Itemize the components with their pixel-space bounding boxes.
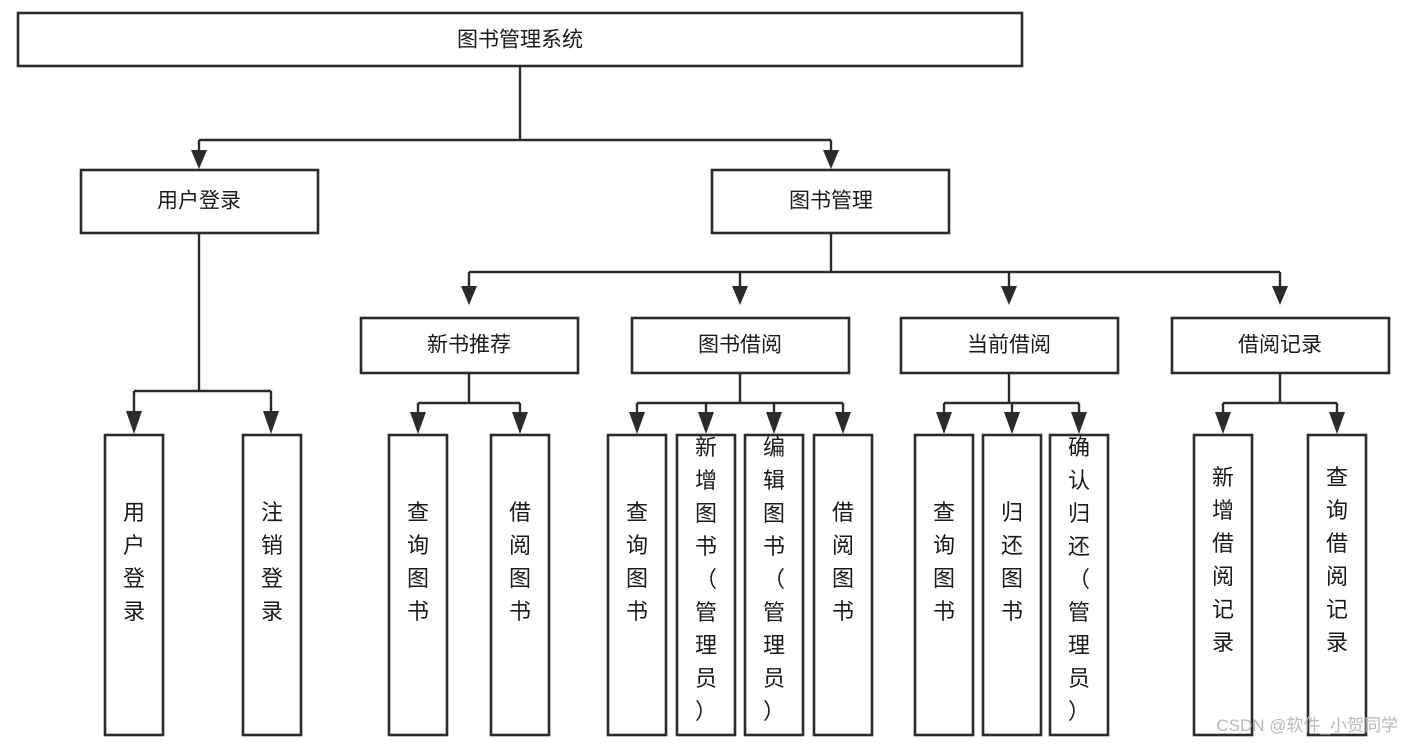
node-leaf-borrow-edit-book-label: 编辑图书（管理员） — [763, 435, 785, 724]
node-user-login[interactable]: 用户登录 — [79, 168, 320, 235]
node-leaf-borrow-add-book[interactable]: 新增图书（管理员） — [675, 433, 737, 737]
arrow-to-newbook — [461, 286, 477, 305]
node-leaf-rec-borrow-book-label: 借阅图书 — [509, 500, 531, 624]
arrow-to-leaf-user-login — [126, 411, 142, 434]
node-book-manage-label: 图书管理 — [789, 190, 873, 213]
node-new-book-recommend[interactable]: 新书推荐 — [359, 316, 580, 375]
arrow-to-book-manage — [823, 150, 839, 169]
node-leaf-user-logout-box[interactable] — [241, 433, 303, 737]
node-new-book-recommend-box[interactable] — [359, 316, 580, 375]
node-leaf-user-login-box[interactable] — [103, 433, 165, 737]
arrow-to-leaf-user-logout — [263, 411, 279, 434]
node-leaf-rec-add-record-box[interactable] — [1192, 433, 1254, 737]
arrow-to-leaf-borrow-add-book — [698, 412, 714, 434]
arrow-to-bookborrow — [732, 286, 748, 305]
node-current-borrow-box[interactable] — [899, 316, 1120, 375]
csdn-watermark: CSDN @软件_小贺同学 — [1216, 716, 1398, 735]
node-root[interactable]: 图书管理系统 — [16, 11, 1024, 68]
node-leaf-borrow-query-book[interactable]: 查询图书 — [606, 433, 668, 737]
node-leaf-borrow-query-book-box[interactable] — [606, 433, 668, 737]
arrow-to-leaf-cur-query-book — [936, 412, 952, 434]
arrow-to-leaf-borrow-edit-book — [766, 412, 782, 434]
node-leaf-cur-return-book[interactable]: 归还图书 — [981, 433, 1043, 737]
node-leaf-borrow-query-book-label: 查询图书 — [626, 500, 648, 624]
node-root-label: 图书管理系统 — [457, 29, 583, 52]
node-new-book-recommend-label: 新书推荐 — [427, 334, 511, 357]
node-leaf-cur-confirm-return[interactable]: 确认归还（管理员） — [1048, 433, 1110, 737]
node-leaf-borrow-add-book-label: 新增图书（管理员） — [695, 435, 717, 724]
node-leaf-borrow-borrow-book-box[interactable] — [812, 433, 874, 737]
node-leaf-borrow-edit-book-box[interactable] — [743, 433, 805, 737]
node-leaf-cur-query-book[interactable]: 查询图书 — [913, 433, 975, 737]
node-leaf-borrow-borrow-book-label: 借阅图书 — [832, 500, 854, 624]
node-leaf-rec-add-record[interactable]: 新增借阅记录 — [1192, 433, 1254, 737]
node-borrow-record[interactable]: 借阅记录 — [1170, 316, 1391, 375]
arrow-to-borrowrecord — [1272, 286, 1288, 305]
node-leaf-borrow-edit-book[interactable]: 编辑图书（管理员） — [743, 433, 805, 737]
node-leaf-rec-query-record[interactable]: 查询借阅记录 — [1306, 433, 1368, 737]
node-leaf-rec-borrow-book[interactable]: 借阅图书 — [489, 433, 551, 737]
node-leaf-rec-query-book-label: 查询图书 — [407, 500, 429, 624]
arrow-to-leaf-borrow-borrow-book — [835, 412, 851, 434]
arrow-to-leaf-rec-add-record — [1215, 412, 1231, 434]
arrow-to-user-login — [191, 150, 207, 169]
node-leaf-rec-query-record-label: 查询借阅记录 — [1326, 465, 1348, 655]
arrow-to-leaf-rec-borrow-book — [512, 412, 528, 434]
node-leaf-user-logout-label: 注销登录 — [261, 500, 283, 624]
connector-group-book-manage — [461, 233, 1288, 305]
node-borrow-record-box[interactable] — [1170, 316, 1391, 375]
node-book-manage-box[interactable] — [710, 168, 951, 235]
node-leaf-cur-return-book-label: 归还图书 — [1001, 500, 1023, 624]
node-book-borrow-label: 图书借阅 — [698, 334, 782, 357]
node-leaf-rec-query-book-box[interactable] — [387, 433, 449, 737]
arrow-to-leaf-cur-return-book — [1004, 412, 1020, 434]
node-root-box[interactable] — [16, 11, 1024, 68]
node-book-borrow-box[interactable] — [630, 316, 851, 375]
node-leaf-borrow-add-book-box[interactable] — [675, 433, 737, 737]
connector-group-new-book-recommend — [410, 373, 528, 434]
node-book-borrow[interactable]: 图书借阅 — [630, 316, 851, 375]
arrow-to-leaf-rec-query-book — [410, 412, 426, 434]
arrow-to-leaf-borrow-query-book — [629, 412, 645, 434]
node-leaf-user-logout[interactable]: 注销登录 — [241, 433, 303, 737]
arrow-to-currentborrow — [1001, 286, 1017, 305]
node-leaf-user-login[interactable]: 用户登录 — [103, 433, 165, 737]
arrow-to-leaf-rec-query-record — [1329, 412, 1345, 434]
arrow-to-leaf-cur-confirm-return — [1071, 412, 1087, 434]
node-leaf-cur-return-book-box[interactable] — [981, 433, 1043, 737]
node-user-login-box[interactable] — [79, 168, 320, 235]
node-current-borrow[interactable]: 当前借阅 — [899, 316, 1120, 375]
node-user-login-label: 用户登录 — [157, 190, 241, 213]
node-borrow-record-label: 借阅记录 — [1238, 334, 1322, 357]
node-leaf-user-login-label: 用户登录 — [123, 500, 145, 624]
node-book-manage[interactable]: 图书管理 — [710, 168, 951, 235]
node-leaf-borrow-borrow-book[interactable]: 借阅图书 — [812, 433, 874, 737]
connector-group-user-login — [126, 233, 279, 434]
connector-group-root — [191, 66, 839, 169]
node-leaf-rec-query-book[interactable]: 查询图书 — [387, 433, 449, 737]
connector-group-book-borrow — [629, 373, 851, 434]
node-leaf-cur-confirm-return-box[interactable] — [1048, 433, 1110, 737]
connector-group-borrow-record — [1215, 373, 1345, 434]
node-leaf-cur-query-book-box[interactable] — [913, 433, 975, 737]
connector-group-current-borrow — [936, 373, 1087, 434]
node-leaf-cur-confirm-return-label: 确认归还（管理员） — [1068, 435, 1090, 724]
node-leaf-rec-query-record-box[interactable] — [1306, 433, 1368, 737]
node-current-borrow-label: 当前借阅 — [967, 334, 1051, 357]
node-leaf-rec-add-record-label: 新增借阅记录 — [1212, 465, 1234, 655]
node-leaf-cur-query-book-label: 查询图书 — [933, 500, 955, 624]
node-leaf-rec-borrow-book-box[interactable] — [489, 433, 551, 737]
